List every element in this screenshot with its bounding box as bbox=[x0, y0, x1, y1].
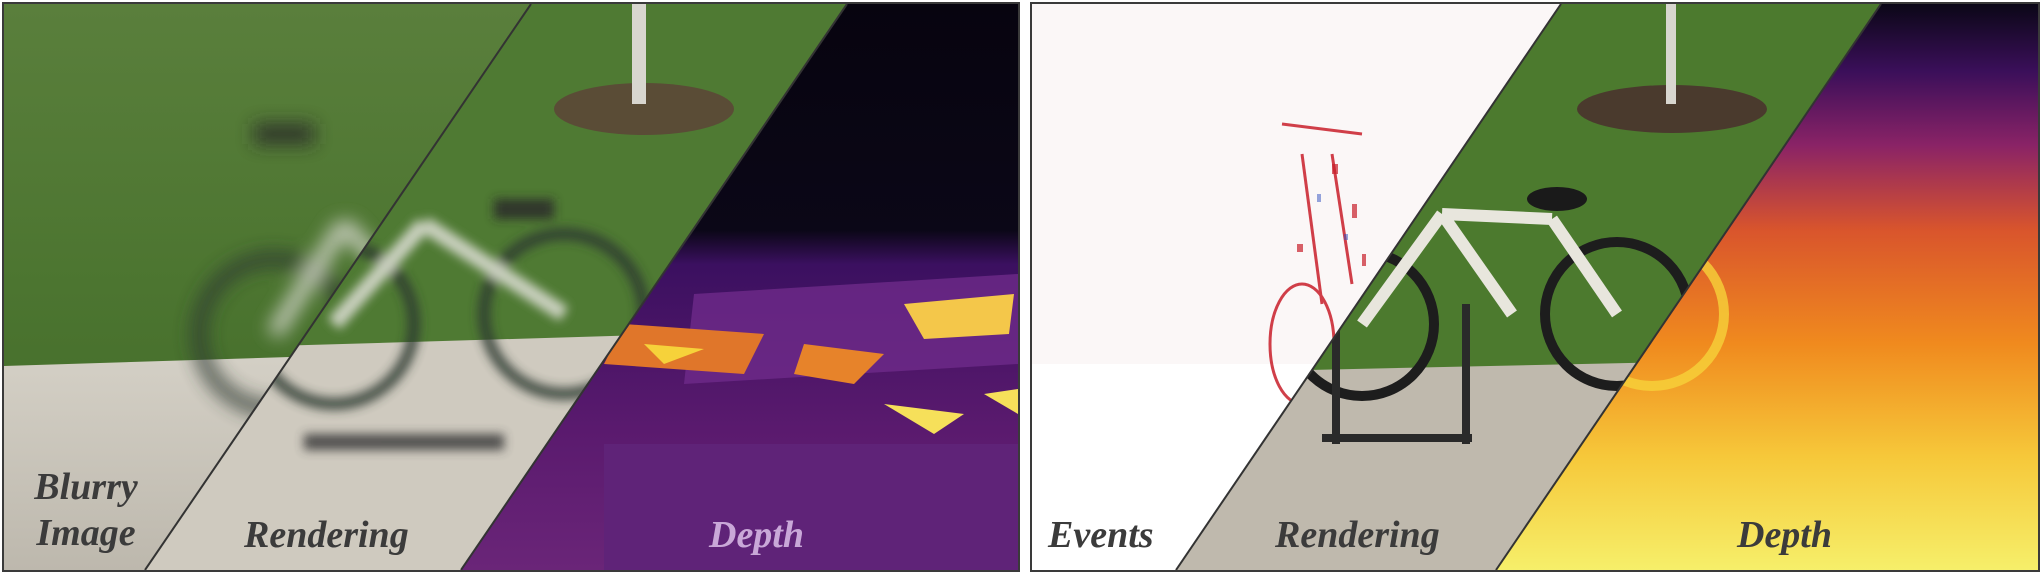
caption-blurry-line2: Image bbox=[36, 512, 136, 554]
caption-events: Events bbox=[1048, 514, 1154, 556]
right-panel-scene bbox=[1032, 4, 2038, 570]
right-figure-panel: Events Rendering Depth bbox=[1030, 2, 2040, 572]
caption-depth-right: Depth bbox=[1737, 514, 1832, 556]
right-divider-2 bbox=[1495, 4, 1882, 570]
right-divider-1 bbox=[1175, 4, 1562, 570]
left-divider-2 bbox=[460, 4, 848, 570]
caption-blurry-image: Blurry Image bbox=[26, 464, 146, 556]
caption-rendering-right: Rendering bbox=[1275, 514, 1440, 556]
left-divider-1 bbox=[144, 4, 532, 570]
left-figure-panel: Blurry Image Rendering Depth bbox=[2, 2, 1020, 572]
caption-depth-left: Depth bbox=[709, 514, 804, 556]
caption-blurry-line1: Blurry bbox=[34, 466, 138, 508]
left-panel-scene bbox=[4, 4, 1018, 570]
caption-rendering-left: Rendering bbox=[244, 514, 409, 556]
